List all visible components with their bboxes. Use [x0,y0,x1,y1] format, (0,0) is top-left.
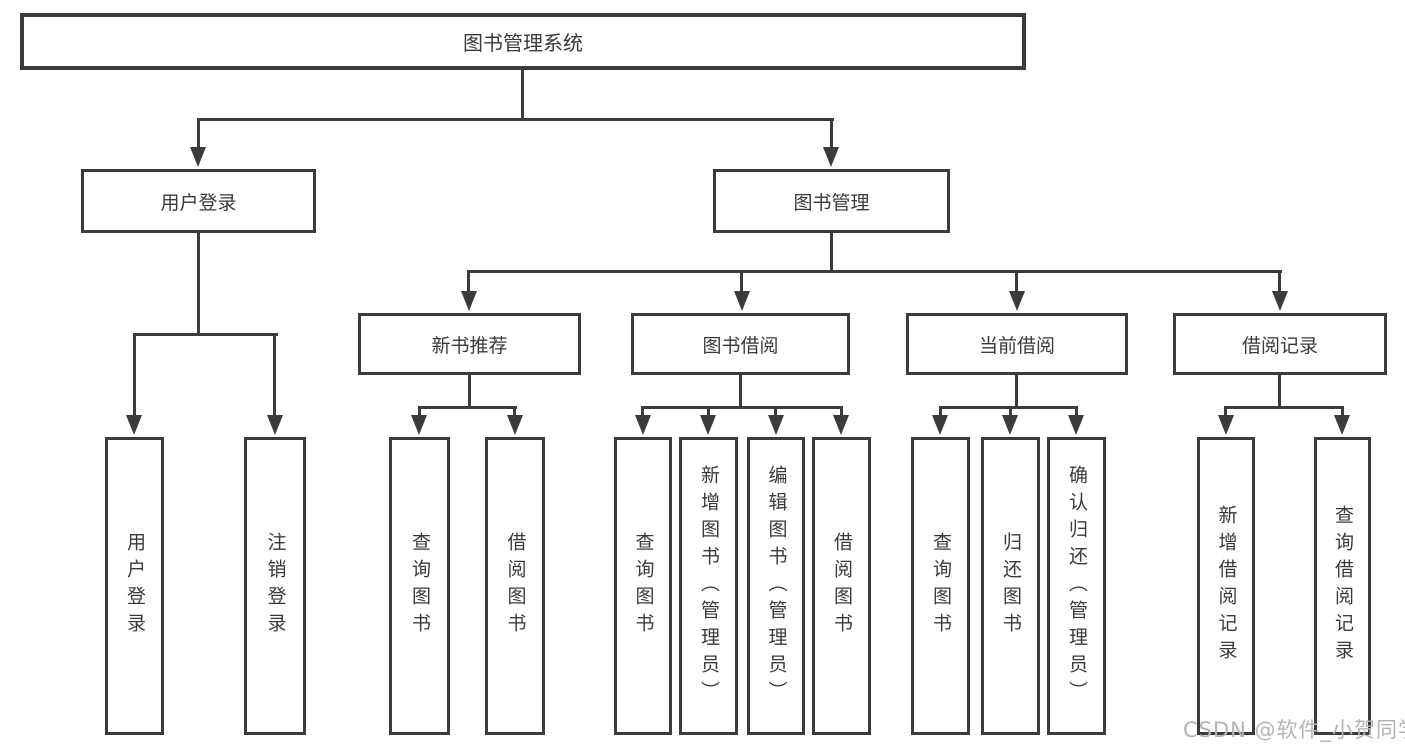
edge-drop-book-management [830,118,833,151]
arrowhead-current-return-icon [1002,415,1018,435]
leaf-borrow-books-recommend-label: 借阅图书 [504,532,527,640]
edge-drop-book-borrow [740,270,743,295]
arrowhead-borrow-add-icon [700,415,716,435]
leaf-return-book-label: 归还图书 [1000,532,1022,640]
edge-drop-recommend-borrow [513,406,516,420]
edge-drop-leaf-login [133,333,136,417]
arrowhead-user-login-icon [190,147,206,167]
arrowhead-records-add-icon [1218,415,1234,435]
leaf-edit-book-admin: 编辑图书（管理员） [747,437,805,735]
edge-recommend-rail [418,406,517,409]
node-user-login: 用户登录 [81,169,316,233]
edge-drop-recommend-query [418,406,421,420]
leaf-query-borrow-record: 查询借阅记录 [1314,437,1371,735]
edge-drop-current-query [939,406,942,420]
leaf-add-borrow-record: 新增借阅记录 [1197,437,1255,735]
leaf-edit-book-admin-label: 编辑图书（管理员） [765,464,788,708]
edge-drop-current-confirm [1075,406,1078,420]
node-current-borrow: 当前借阅 [906,313,1128,375]
leaf-borrow-books-recommend: 借阅图书 [485,437,545,735]
edge-drop-current-return [1009,406,1012,420]
leaf-query-books-borrow-label: 查询图书 [632,532,655,640]
edge-mgmt-stem [830,233,833,273]
arrowhead-borrow-borrow-icon [833,415,849,435]
edge-drop-user-login [197,118,200,151]
leaf-add-book-admin-label: 新增图书（管理员） [698,464,720,708]
edge-drop-new-book [467,270,470,295]
leaf-query-books-current-label: 查询图书 [930,532,952,640]
edge-records-stem [1278,375,1281,408]
arrowhead-recommend-borrow-icon [507,415,523,435]
arrowhead-leaf-login-icon [126,415,142,435]
edge-drop-borrow-records [1278,270,1281,295]
edge-mgmt-rail [468,270,1282,273]
arrowhead-borrow-records-icon [1272,291,1288,311]
edge-drop-borrow-query [641,406,644,420]
node-library-system: 图书管理系统 [20,13,1026,70]
csdn-watermark: CSDN @软件_小贺同学 [1183,718,1405,742]
leaf-query-books-current: 查询图书 [911,437,970,735]
leaf-query-borrow-record-label: 查询借阅记录 [1332,505,1354,667]
leaf-query-books-recommend-label: 查询图书 [409,532,431,640]
leaf-query-books-recommend: 查询图书 [389,437,450,735]
edge-login-stem [197,233,200,336]
edge-current-stem [1015,375,1018,408]
edge-recommend-stem [468,375,471,408]
leaf-borrow-books-borrow: 借阅图书 [812,437,871,735]
edge-drop-borrow-edit [774,406,777,420]
edge-borrow-stem [739,375,742,408]
leaf-borrow-books-borrow-label: 借阅图书 [831,532,853,640]
leaf-user-login-label: 用户登录 [124,532,146,640]
leaf-add-borrow-record-label: 新增借阅记录 [1215,505,1238,667]
arrowhead-current-confirm-icon [1068,415,1084,435]
node-book-borrow: 图书借阅 [631,313,850,375]
arrowhead-leaf-logout-icon [267,415,283,435]
edge-records-rail [1224,406,1344,409]
arrowhead-records-query-icon [1334,415,1350,435]
arrowhead-borrow-edit-icon [768,415,784,435]
leaf-query-books-borrow: 查询图书 [614,437,672,735]
edge-drop-current-borrow [1015,270,1018,295]
edge-drop-leaf-logout [273,333,276,417]
edge-root-rail [197,118,834,121]
edge-drop-borrow-add [707,406,710,420]
leaf-confirm-return-admin: 确认归还（管理员） [1047,437,1106,735]
arrowhead-book-borrow-icon [734,291,750,311]
edge-drop-borrow-borrow [840,406,843,420]
leaf-logout: 注销登录 [244,437,306,735]
edge-drop-records-query [1341,406,1344,420]
arrowhead-new-book-icon [461,291,477,311]
leaf-add-book-admin: 新增图书（管理员） [679,437,738,735]
arrowhead-current-borrow-icon [1009,291,1025,311]
edge-login-rail [133,333,278,336]
arrowhead-borrow-query-icon [635,415,651,435]
node-borrow-records: 借阅记录 [1173,313,1387,375]
leaf-logout-label: 注销登录 [264,532,287,640]
arrowhead-book-management-icon [823,147,839,167]
node-new-book-recommend: 新书推荐 [358,313,581,375]
edge-borrow-rail [641,406,842,409]
edge-root-stem [521,70,524,120]
leaf-confirm-return-admin-label: 确认归还（管理员） [1066,464,1088,708]
edge-drop-records-add [1224,406,1227,420]
leaf-return-book: 归还图书 [981,437,1040,735]
node-book-management: 图书管理 [713,169,950,233]
leaf-user-login: 用户登录 [105,437,164,735]
arrowhead-recommend-query-icon [411,415,427,435]
edge-current-rail [939,406,1078,409]
arrowhead-current-query-icon [932,415,948,435]
